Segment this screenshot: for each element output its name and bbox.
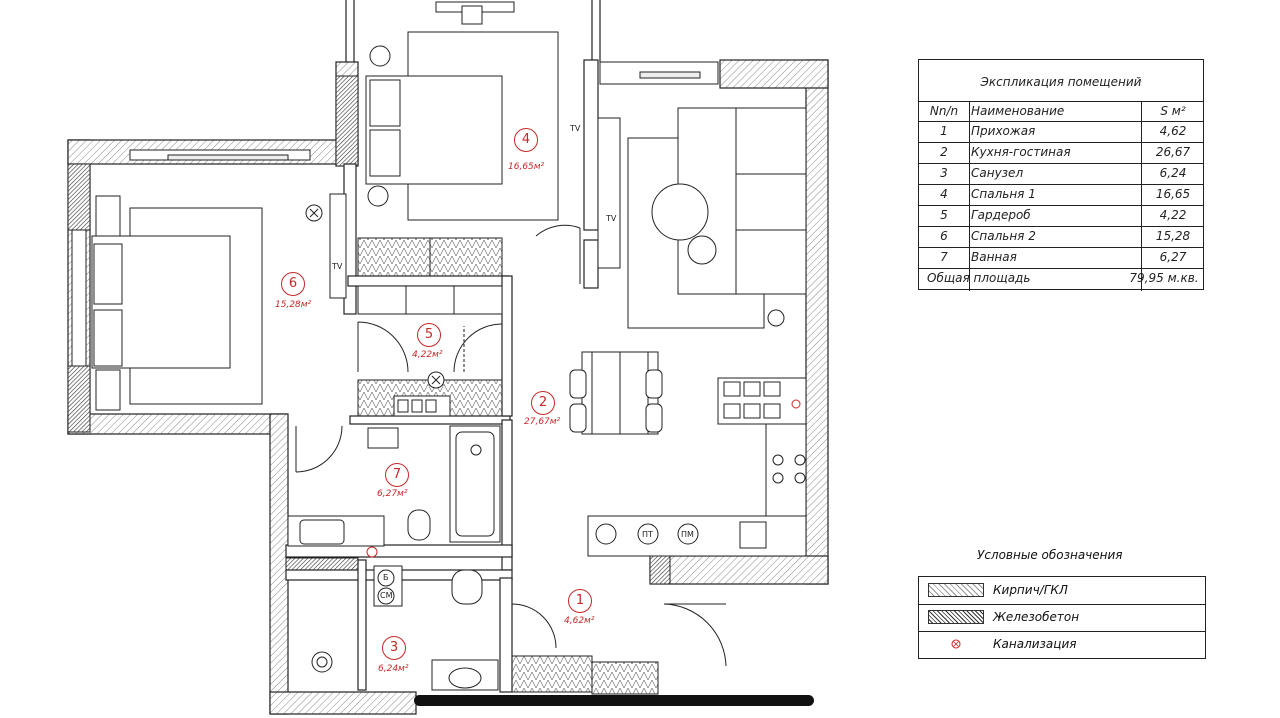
doors bbox=[295, 224, 727, 667]
row-area: 6,27 bbox=[1159, 250, 1187, 264]
bedroom-1-furniture bbox=[365, 1, 559, 221]
legend-label: Канализация bbox=[993, 637, 1077, 651]
windows bbox=[71, 61, 719, 367]
row-area: 16,65 bbox=[1155, 187, 1191, 201]
row-area: 4,22 bbox=[1159, 208, 1187, 222]
row-name: Санузел bbox=[971, 166, 1024, 180]
table-row: 3 Санузел 6,24 bbox=[919, 163, 1203, 185]
row-num: 7 bbox=[940, 250, 948, 264]
room-number-2: 2 bbox=[531, 391, 555, 415]
room-area-7: 6,27м² bbox=[377, 489, 408, 499]
row-name: Ванная bbox=[971, 250, 1017, 264]
row-num: 4 bbox=[940, 187, 948, 201]
row-name: Гардероб bbox=[971, 208, 1031, 222]
table-row: 1 Прихожая 4,62 bbox=[919, 121, 1203, 143]
total-row: Общая площадь 79,95 м.кв. bbox=[919, 268, 1203, 289]
table-row: 7 Ванная 6,27 bbox=[919, 247, 1203, 269]
table-row: 4 Спальня 1 16,65 bbox=[919, 184, 1203, 206]
horizontal-scrollbar[interactable] bbox=[414, 695, 814, 706]
row-name: Прихожая bbox=[971, 124, 1036, 138]
table-row: 6 Спальня 2 15,28 bbox=[919, 226, 1203, 248]
room-number-3: 3 bbox=[382, 636, 406, 660]
room-number-4: 4 bbox=[514, 128, 538, 152]
washer-label: СМ bbox=[380, 591, 393, 600]
toilet-room-fixtures bbox=[311, 565, 499, 691]
boiler-label: Б bbox=[383, 573, 389, 582]
living-furniture bbox=[569, 107, 807, 435]
header-name: Наименование bbox=[971, 104, 1065, 118]
hall-entry bbox=[511, 655, 593, 693]
tv-label-bedroom-1: TV bbox=[570, 124, 581, 133]
legend-item-concrete: Железобетон bbox=[919, 604, 1205, 632]
room-area-3: 6,24м² bbox=[378, 664, 409, 674]
brick-swatch bbox=[928, 583, 984, 597]
row-area: 15,28 bbox=[1155, 229, 1191, 243]
legend-item-sewer: Канализация bbox=[919, 631, 1205, 658]
row-num: 1 bbox=[940, 124, 948, 138]
row-name: Кухня-гостиная bbox=[971, 145, 1071, 159]
explication-table: Экспликация помещений Nn/n Наименование … bbox=[918, 59, 1204, 291]
table-row: 2 Кухня-гостиная 26,67 bbox=[919, 142, 1203, 164]
dishwasher-label: ПМ bbox=[681, 530, 694, 539]
kitchen-units bbox=[587, 377, 807, 695]
header-num: Nn/n bbox=[929, 104, 959, 118]
oven-label: ПТ bbox=[642, 530, 653, 539]
explication-title: Экспликация помещений bbox=[919, 60, 1203, 102]
table-row: 5 Гардероб 4,22 bbox=[919, 205, 1203, 227]
row-num: 3 bbox=[940, 166, 948, 180]
legend-title: Условные обозначения bbox=[977, 548, 1123, 562]
row-num: 6 bbox=[940, 229, 948, 243]
explication-header: Nn/n Наименование S м² bbox=[919, 101, 1203, 122]
room-area-5: 4,22м² bbox=[412, 350, 443, 360]
bathroom-fixtures bbox=[287, 425, 501, 558]
room-area-1: 4,62м² bbox=[564, 616, 595, 626]
row-area: 4,62 bbox=[1159, 124, 1187, 138]
row-name: Спальня 1 bbox=[971, 187, 1036, 201]
row-num: 2 bbox=[940, 145, 948, 159]
legend-label: Кирпич/ГКЛ bbox=[993, 583, 1068, 597]
wardrobe-room bbox=[357, 285, 503, 417]
legend-label: Железобетон bbox=[993, 610, 1080, 624]
room-area-2: 27,67м² bbox=[524, 417, 561, 427]
row-name: Спальня 2 bbox=[971, 229, 1036, 243]
tv-label-bedroom-2: TV bbox=[332, 262, 343, 271]
legend-item-brick: Кирпич/ГКЛ bbox=[919, 577, 1205, 605]
room-number-6: 6 bbox=[281, 272, 305, 296]
tv-label-living: TV bbox=[606, 214, 617, 223]
sewer-swatch bbox=[928, 637, 984, 651]
wardrobe-bedroom-1 bbox=[357, 237, 503, 277]
row-area: 6,24 bbox=[1159, 166, 1187, 180]
room-number-5: 5 bbox=[417, 323, 441, 347]
room-area-6: 15,28м² bbox=[275, 300, 312, 310]
row-area: 26,67 bbox=[1155, 145, 1191, 159]
header-area: S м² bbox=[1160, 104, 1186, 118]
bedroom-2-furniture bbox=[91, 193, 347, 411]
room-number-7: 7 bbox=[385, 463, 409, 487]
total-value: 79,95 м.кв. bbox=[1129, 271, 1199, 285]
room-area-4: 16,65м² bbox=[508, 162, 545, 172]
row-num: 5 bbox=[940, 208, 948, 222]
total-label: Общая площадь bbox=[927, 271, 1031, 285]
concrete-swatch bbox=[928, 610, 984, 624]
room-number-1: 1 bbox=[568, 589, 592, 613]
legend: Кирпич/ГКЛ Железобетон Канализация bbox=[918, 576, 1206, 659]
